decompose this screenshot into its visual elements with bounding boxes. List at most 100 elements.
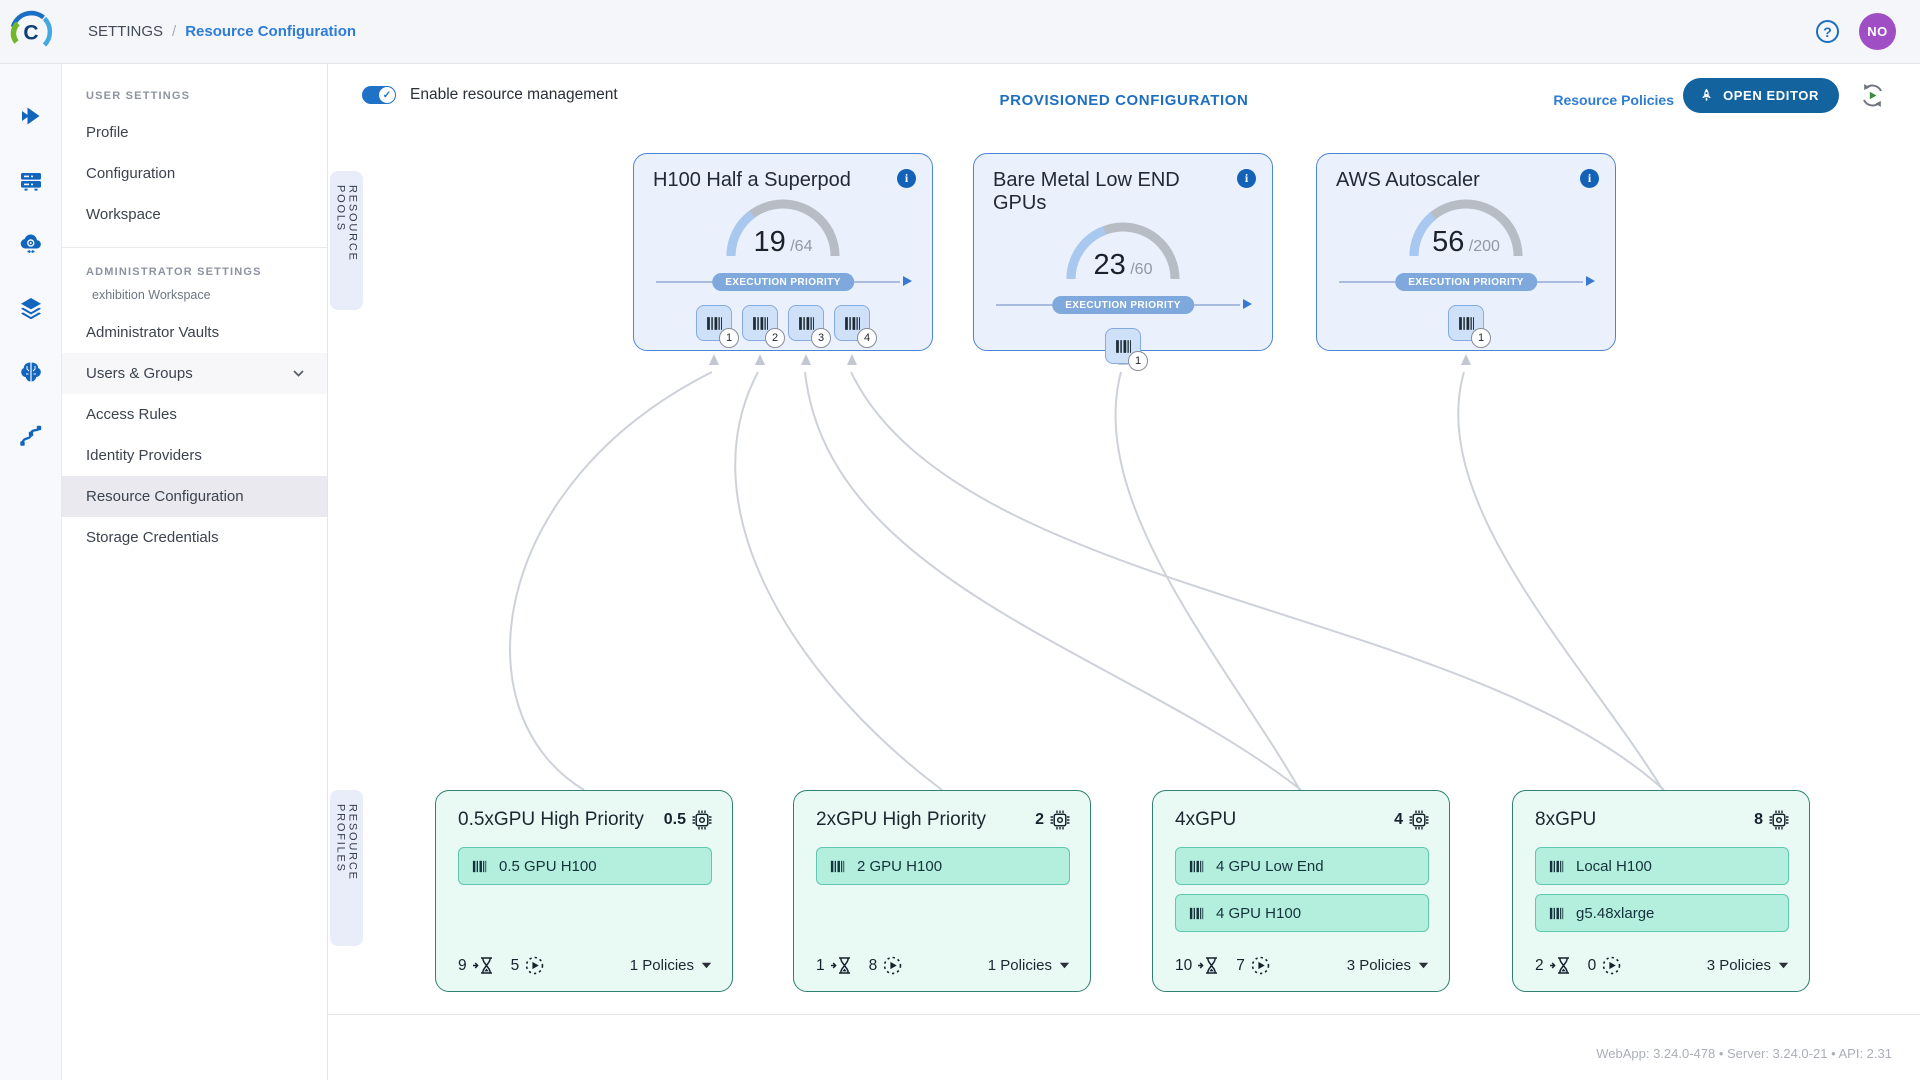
sidebar-workspace-subheader: exhibition Workspace	[92, 288, 211, 302]
info-icon[interactable]: i	[897, 169, 916, 188]
gpu-value: 2	[1035, 811, 1044, 828]
pool-name: Bare Metal Low END GPUs	[993, 169, 1180, 214]
profile-stats-row: 10 7 3 Polici	[1175, 955, 1429, 976]
rocket-icon	[1702, 88, 1711, 101]
barcode-icon	[844, 316, 860, 330]
sidebar-item-users-groups[interactable]: Users & Groups	[62, 353, 327, 394]
sidebar-item-access-rules[interactable]: Access Rules	[62, 394, 327, 435]
breadcrumb: SETTINGS / Resource Configuration	[88, 23, 356, 40]
breadcrumb-separator: /	[172, 23, 177, 40]
app-logo[interactable]: C	[0, 9, 62, 55]
profile-stats-row: 9 5 1 Policie	[458, 955, 712, 976]
running-play-icon	[1602, 956, 1621, 975]
breadcrumb-settings[interactable]: SETTINGS	[88, 23, 164, 40]
priority-arrow-icon	[903, 276, 912, 286]
profile-pool-chip[interactable]: 2 GPU H100	[816, 847, 1070, 885]
policies-count-label: 1 Policies	[987, 957, 1052, 974]
sidebar-item-label: Users & Groups	[86, 365, 193, 382]
refresh-run-icon[interactable]	[1859, 82, 1886, 109]
barcode-icon	[1115, 339, 1131, 353]
cpu-chip-icon	[1409, 810, 1429, 830]
sidebar-item-workspace[interactable]: Workspace	[62, 194, 327, 235]
queue-chip[interactable]: 1	[1105, 328, 1148, 371]
queue-chip[interactable]: 1	[1448, 305, 1491, 348]
profile-pool-chip[interactable]: 4 GPU Low End	[1175, 847, 1429, 885]
sidebar-item-administrator-vaults[interactable]: Administrator Vaults	[62, 312, 327, 353]
open-editor-button[interactable]: OPEN EDITOR	[1683, 78, 1839, 113]
profile-pool-chip[interactable]: Local H100	[1535, 847, 1789, 885]
pool-chip-label: 4 GPU Low End	[1216, 857, 1324, 875]
pool-used-value: 56	[1432, 226, 1465, 258]
queue-order-badge: 3	[811, 328, 831, 348]
profile-name: 2xGPU High Priority	[816, 809, 986, 830]
queues-icon[interactable]	[17, 166, 45, 194]
running-jobs-stat: 7	[1236, 955, 1271, 976]
enable-resource-management-toggle-group[interactable]: ✓ Enable resource management	[362, 86, 618, 104]
resource-profiles-section-label: RESOURCE PROFILES	[330, 790, 363, 946]
cpu-chip-icon	[1050, 810, 1070, 830]
execution-priority-pill: EXECUTION PRIORITY	[1395, 273, 1537, 291]
queue-chip[interactable]: 3	[788, 305, 831, 348]
gpu-value: 4	[1394, 811, 1403, 828]
sidebar-section-header: USER SETTINGS	[86, 90, 191, 102]
queue-chip[interactable]: 1	[696, 305, 739, 348]
pool-queues: 1 2 3 4	[634, 305, 932, 348]
breadcrumb-current[interactable]: Resource Configuration	[185, 23, 357, 40]
policies-dropdown[interactable]: 1 Policies	[630, 957, 712, 974]
running-jobs-stat: 0	[1588, 955, 1623, 976]
running-play-icon	[883, 956, 902, 975]
profile-pool-chip[interactable]: g5.48xlarge	[1535, 894, 1789, 932]
policies-dropdown[interactable]: 3 Policies	[1707, 957, 1789, 974]
profile-name: 4xGPU	[1175, 809, 1237, 830]
profile-stats-row: 2 0 3 Policie	[1535, 955, 1789, 976]
info-icon[interactable]: i	[1237, 169, 1256, 188]
policies-dropdown[interactable]: 1 Policies	[988, 957, 1070, 974]
running-jobs-stat: 5	[511, 955, 546, 976]
sidebar-item-label: Profile	[86, 124, 129, 141]
sidebar-item-identity-providers[interactable]: Identity Providers	[62, 435, 327, 476]
avatar[interactable]: NO	[1859, 13, 1896, 50]
queue-order-badge: 2	[765, 328, 785, 348]
sidebar-section-header: ADMINISTRATOR SETTINGS	[86, 266, 262, 278]
pending-hourglass-icon	[472, 957, 492, 974]
sidebar-item-storage-credentials[interactable]: Storage Credentials	[62, 517, 327, 558]
pool-title-row: AWS Autoscaler i	[1317, 154, 1615, 192]
queue-chip[interactable]: 4	[834, 305, 877, 348]
chevron-down-icon	[1418, 962, 1429, 969]
barcode-icon	[472, 860, 487, 872]
pool-total-value: /64	[790, 238, 813, 255]
pipeline-icon[interactable]	[17, 422, 45, 450]
pending-count: 2	[1535, 956, 1544, 974]
profile-pool-chip[interactable]: 4 GPU H100	[1175, 894, 1429, 932]
barcode-icon	[798, 316, 814, 330]
layers-icon[interactable]	[17, 294, 45, 322]
toggle-knob-check-icon: ✓	[379, 87, 395, 103]
sidebar-item-label: Access Rules	[86, 406, 177, 423]
sidebar-item-label: Identity Providers	[86, 447, 202, 464]
cloud-autoscaler-icon[interactable]	[17, 230, 45, 258]
running-count: 5	[510, 956, 520, 974]
profile-gpu-count: 8	[1754, 810, 1789, 830]
enable-resource-management-toggle[interactable]: ✓	[362, 86, 396, 104]
help-icon[interactable]: ?	[1816, 20, 1839, 43]
sidebar-item-profile[interactable]: Profile	[62, 112, 327, 153]
sidebar-item-resource-configuration[interactable]: Resource Configuration	[62, 476, 327, 517]
resource-policies-link[interactable]: Resource Policies	[1553, 92, 1674, 108]
resource-pool-card: H100 Half a Superpod i 19 /64 EXECUTION …	[633, 153, 933, 351]
info-icon[interactable]: i	[1580, 169, 1599, 188]
policies-dropdown[interactable]: 3 Policies	[1347, 957, 1429, 974]
fast-forward-icon[interactable]	[17, 102, 45, 130]
queue-order-badge: 1	[719, 328, 739, 348]
running-count: 0	[1587, 956, 1597, 974]
chevron-down-icon	[1778, 962, 1789, 969]
sidebar-item-label: Resource Configuration	[86, 488, 244, 505]
queue-chip[interactable]: 2	[742, 305, 785, 348]
pool-chip-label: 0.5 GPU H100	[499, 857, 597, 875]
topbar-actions: ? NO	[1816, 13, 1896, 50]
sidebar-item-configuration[interactable]: Configuration	[62, 153, 327, 194]
profile-title-row: 2xGPU High Priority 2	[794, 791, 1090, 831]
running-play-icon	[525, 956, 544, 975]
pool-chip-label: Local H100	[1576, 857, 1652, 875]
brain-icon[interactable]	[17, 358, 45, 386]
profile-pool-chip[interactable]: 0.5 GPU H100	[458, 847, 712, 885]
